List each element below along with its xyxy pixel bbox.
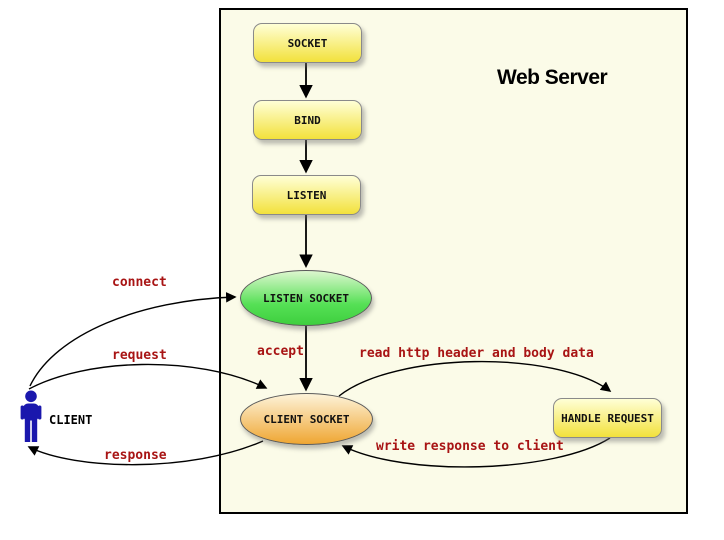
edge-label-read-http: read http header and body data [359, 346, 594, 361]
edge-label-accept: accept [257, 344, 304, 359]
diagram-title: Web Server [497, 66, 608, 89]
edge-label-write-response: write response to client [376, 439, 564, 454]
edge-label-response: response [104, 448, 167, 463]
node-listen-socket-label: LISTEN SOCKET [262, 291, 350, 305]
client-person-icon [20, 390, 42, 442]
client-actor-label: CLIENT [49, 413, 93, 427]
node-socket-label: SOCKET [287, 36, 328, 50]
node-bind: BIND [253, 100, 362, 140]
edge-label-connect: connect [112, 275, 167, 290]
node-listen-label: LISTEN [286, 188, 327, 202]
node-client-socket: CLIENT SOCKET [240, 393, 373, 445]
node-handle-request-label: HANDLE REQUEST [561, 411, 654, 425]
node-client-socket-label: CLIENT SOCKET [263, 412, 350, 426]
node-handle-request: HANDLE REQUEST [553, 398, 662, 438]
node-socket: SOCKET [253, 23, 362, 63]
node-listen: LISTEN [252, 175, 361, 215]
node-bind-label: BIND [294, 113, 321, 127]
edge-label-request: request [112, 348, 167, 363]
edge-connect [29, 292, 237, 387]
node-listen-socket: LISTEN SOCKET [240, 270, 372, 326]
